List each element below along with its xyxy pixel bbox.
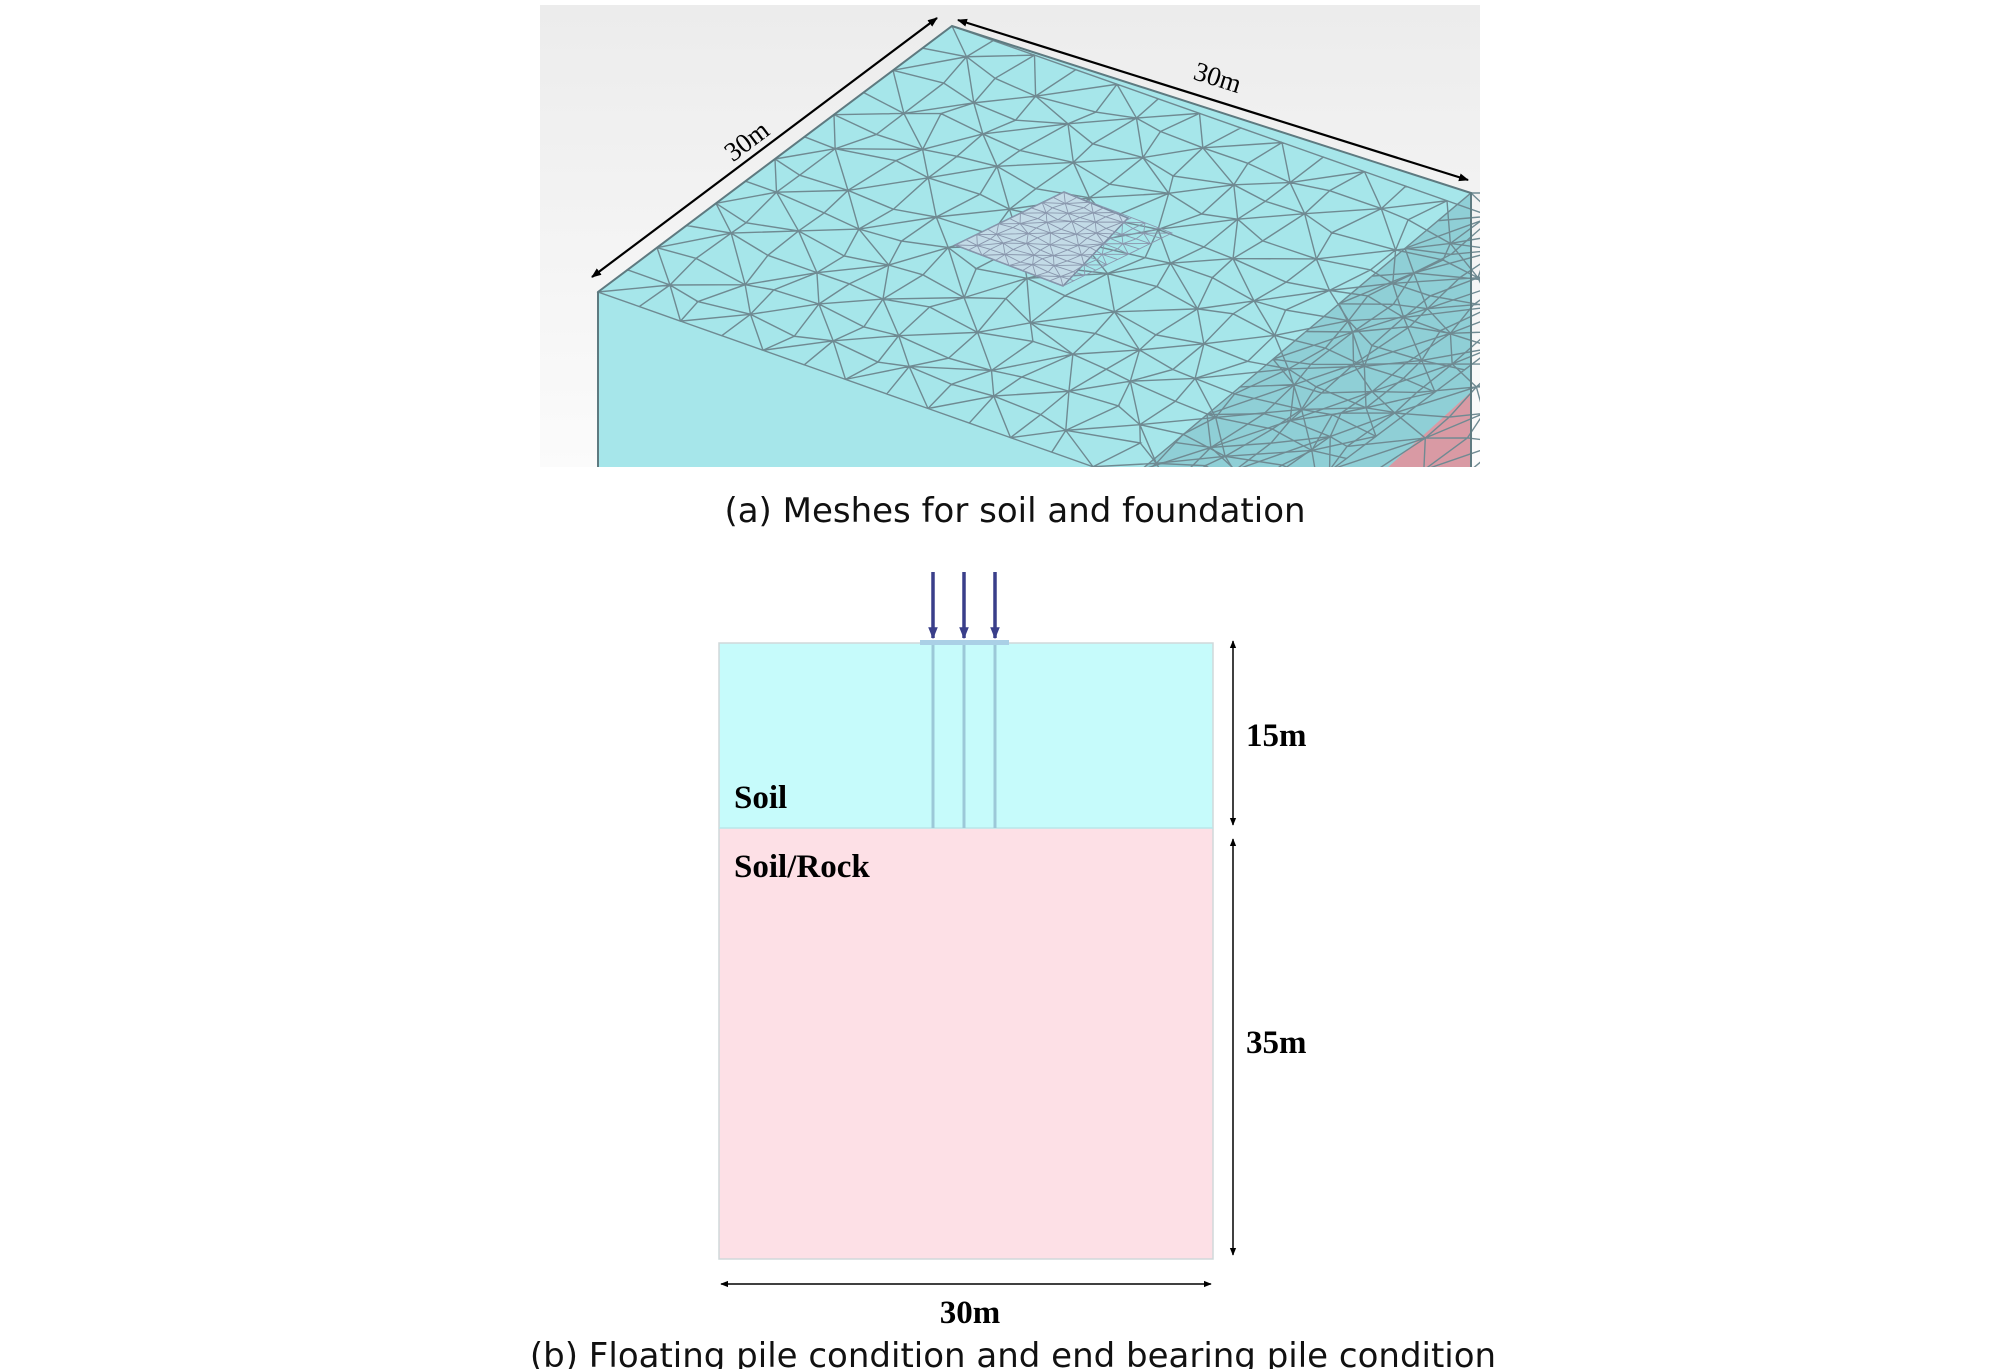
caption-a: (a) Meshes for soil and foundation xyxy=(724,491,1305,531)
mesh-rock-layer xyxy=(1388,392,1471,467)
piles xyxy=(931,645,997,828)
foundation-fine-mesh xyxy=(953,191,1174,287)
dimension-label-bottom: 35m xyxy=(1246,1025,1307,1061)
dimension-arrow-right xyxy=(957,18,1469,182)
dimension-label-top: 15m xyxy=(1246,718,1307,754)
soil-label: Soil xyxy=(734,780,787,816)
dimension-label-width: 30m xyxy=(940,1295,1001,1331)
soil-layer xyxy=(719,643,1213,828)
section-panel: Soil Soil/Rock 15m 35m 30m xyxy=(718,572,1307,1331)
mesh-panel: 30m 30m xyxy=(540,5,1480,467)
pile-cap xyxy=(920,640,1009,645)
load-arrows xyxy=(928,572,1000,640)
mesh-outline xyxy=(597,24,1472,467)
rock-layer xyxy=(719,828,1213,1259)
mesh-element xyxy=(953,191,1174,287)
dimension-arrow-left xyxy=(591,17,938,278)
rock-label: Soil/Rock xyxy=(734,849,870,885)
caption-b: (b) Floating pile condition and end bear… xyxy=(530,1336,1496,1369)
mesh-element xyxy=(1143,192,1480,467)
